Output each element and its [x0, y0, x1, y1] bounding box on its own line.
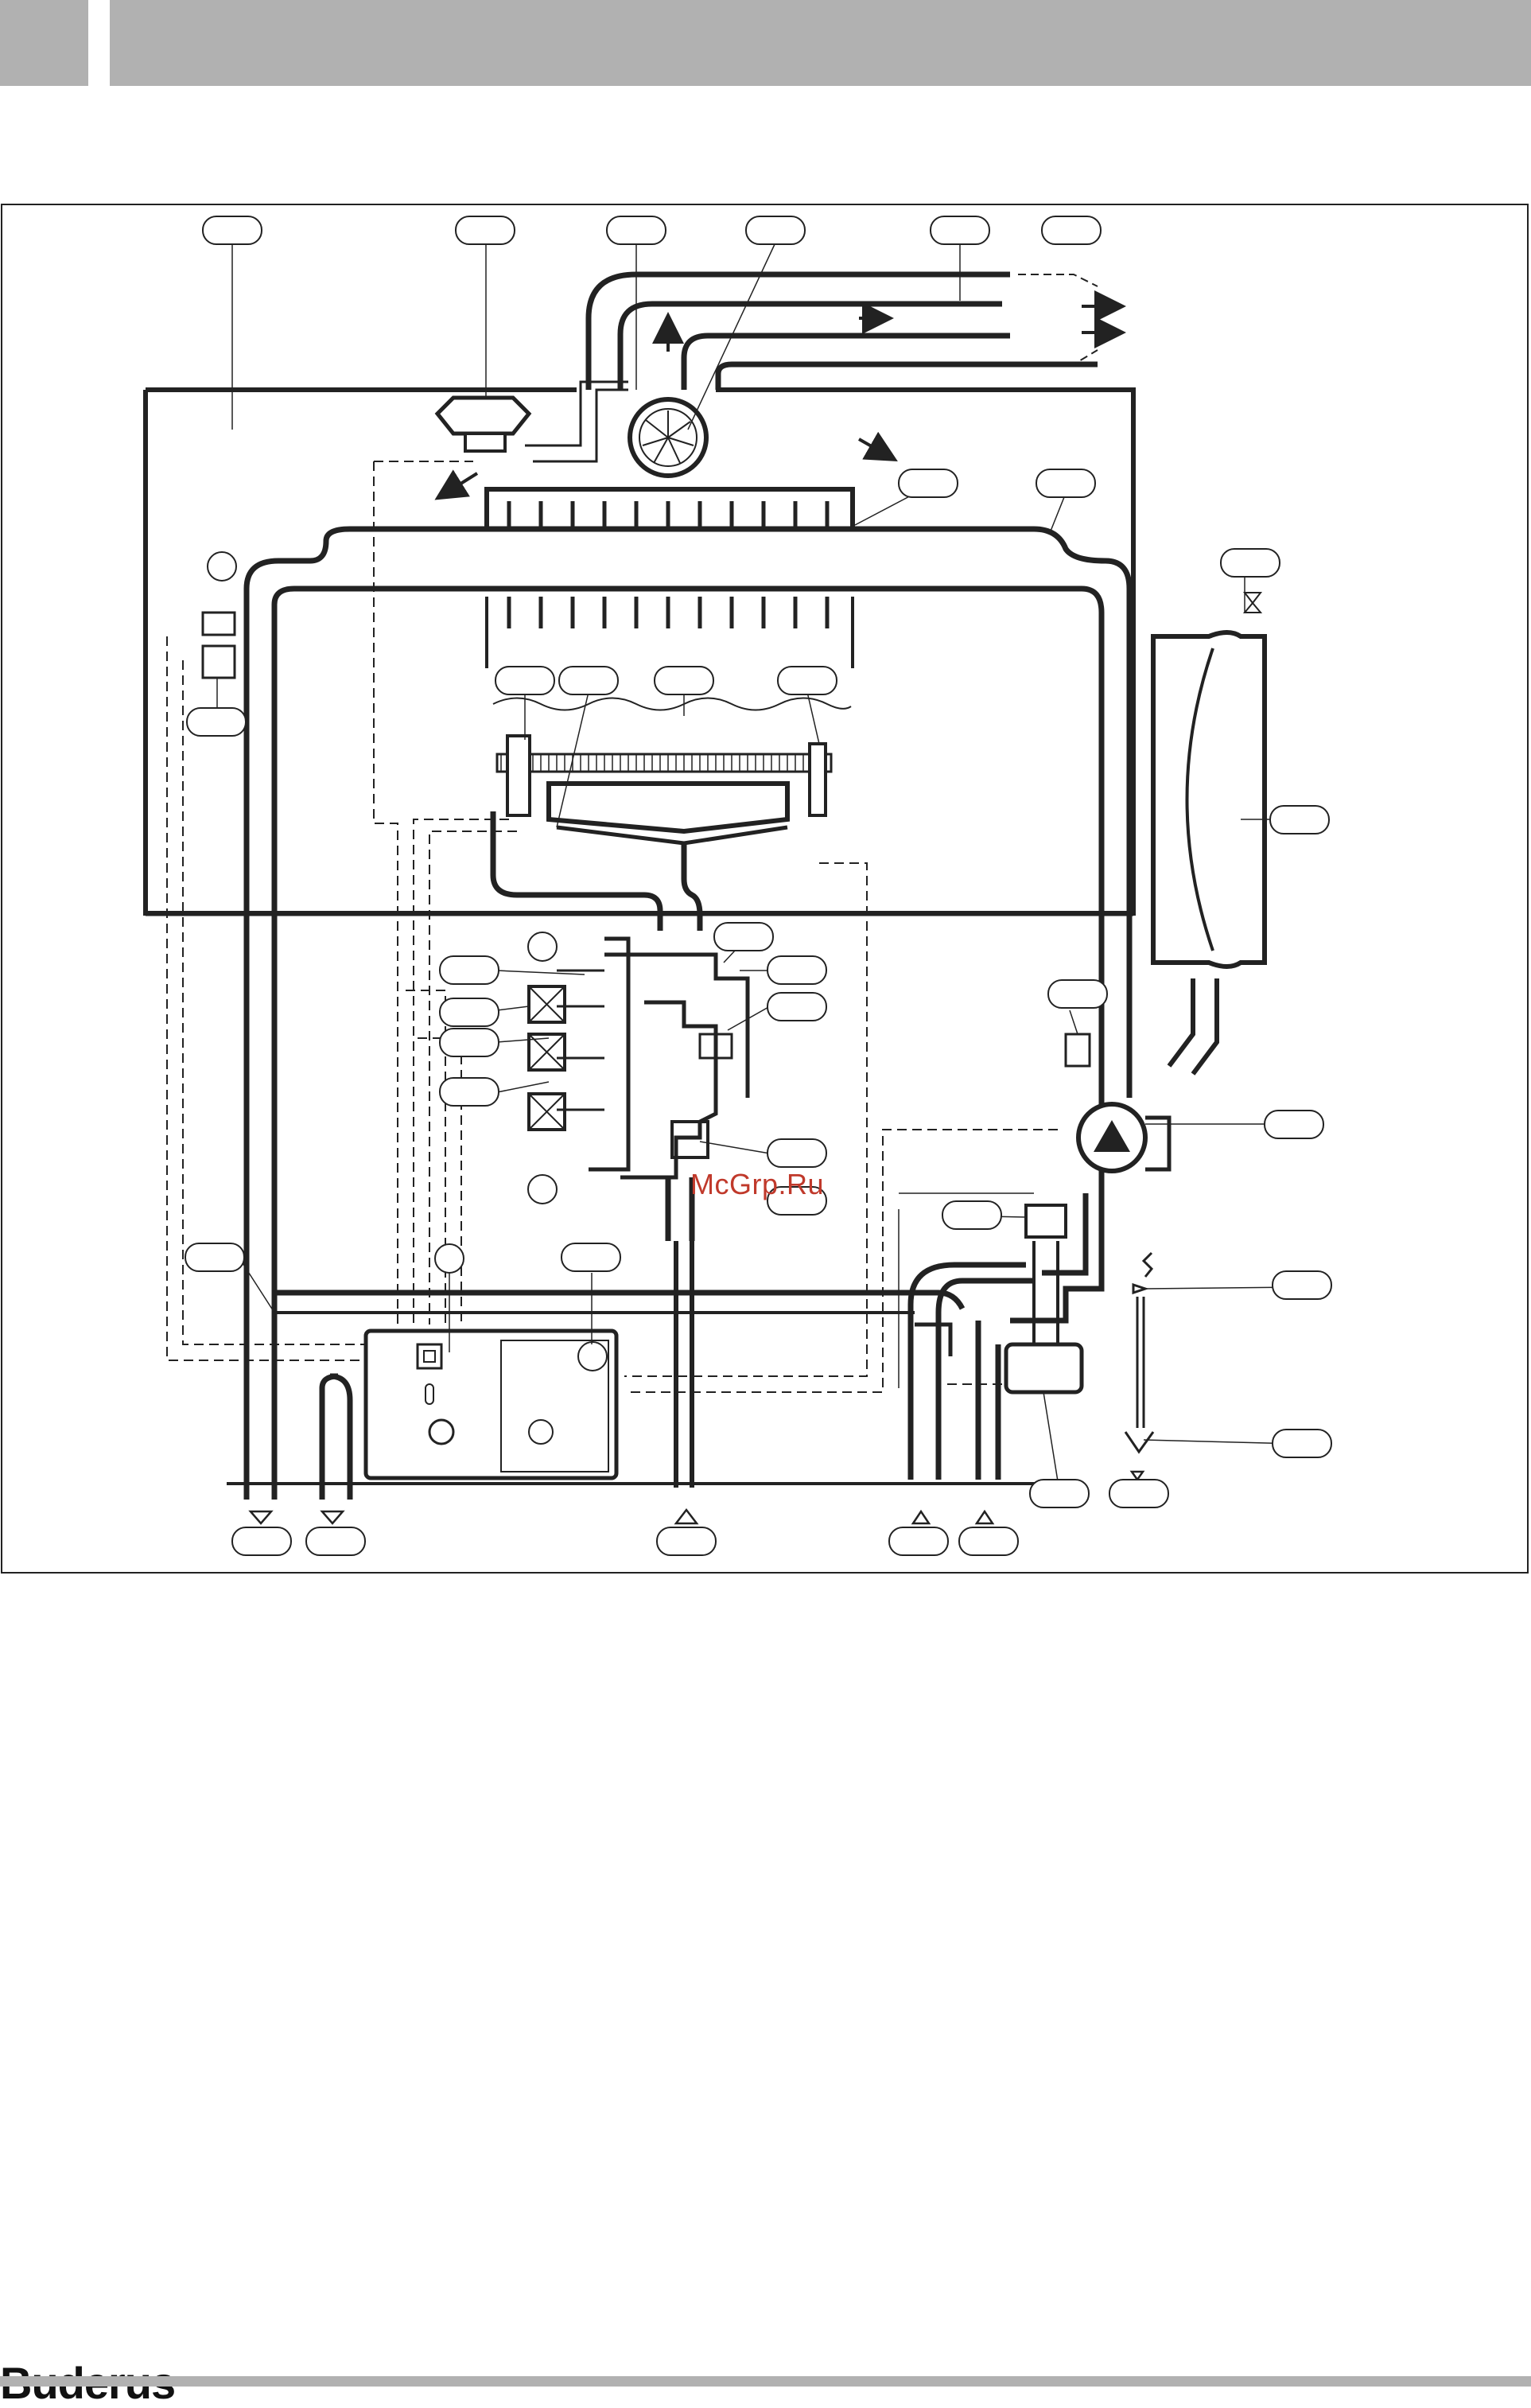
cold-water-inlet: [911, 1509, 931, 1525]
callout: [202, 216, 262, 245]
burner: [492, 697, 852, 846]
callout: [439, 1028, 499, 1057]
callout: [767, 992, 827, 1021]
bottom-connections: [243, 1373, 353, 1500]
callout: [1041, 216, 1102, 245]
flow-arrow-left: [434, 469, 479, 500]
callout: [439, 1077, 499, 1107]
callout: [767, 1138, 827, 1168]
callout: [558, 666, 619, 695]
callout: [606, 216, 666, 245]
callout: [1269, 805, 1330, 834]
flow-arrow-down: [858, 431, 898, 461]
ionisation-electrode: [808, 742, 827, 817]
gas-pipe: [490, 811, 703, 931]
callout: [1109, 1479, 1169, 1508]
flow-sensor: [201, 644, 236, 679]
callout: [1047, 979, 1108, 1009]
temperature-limiter: [201, 611, 236, 636]
callout: [777, 666, 837, 695]
callout: [561, 1243, 621, 1272]
gas-inlet: [674, 1507, 699, 1525]
callout: [656, 1527, 717, 1556]
callout: [1272, 1270, 1332, 1300]
gas-valve: [527, 936, 750, 1180]
callout: [767, 955, 827, 985]
callout: [1264, 1110, 1324, 1139]
callout: [888, 1527, 949, 1556]
callout: [930, 216, 990, 245]
callout: [1220, 548, 1280, 578]
callout: [898, 469, 958, 498]
callout: [1036, 469, 1096, 498]
pump-icon: [1076, 1102, 1172, 1173]
flue-duct: [585, 271, 1098, 390]
ignition-electrode: [506, 734, 531, 817]
callout: [455, 216, 515, 245]
heat-exchanger: [484, 487, 855, 668]
dhw-valve-actuator: [1024, 1204, 1067, 1239]
control-unit: [363, 1328, 619, 1480]
callout: [1272, 1429, 1332, 1458]
heating-return-inlet: [320, 1510, 345, 1525]
callout: [305, 1527, 366, 1556]
callout: [439, 998, 499, 1027]
fan-icon: [628, 397, 709, 478]
header-tab: [0, 0, 88, 86]
water-circuit: [243, 526, 1133, 1444]
air-pressure-switch: [434, 395, 532, 436]
expansion-vessel: [1151, 592, 1267, 1076]
callout: [1029, 1479, 1090, 1508]
header-bar: [110, 0, 1531, 86]
heating-flow-outlet: [248, 1510, 274, 1525]
callout: [654, 666, 714, 695]
diagram-frame: [1, 204, 1529, 1574]
safety-valve: [1124, 1251, 1155, 1454]
callout: [745, 216, 806, 245]
callout: [942, 1200, 1002, 1230]
footer-bar: [0, 2376, 1531, 2387]
hot-water-outlet: [974, 1509, 995, 1525]
wiring: [166, 461, 1058, 1393]
drain-outlet: [1129, 1470, 1145, 1482]
callout: [185, 1243, 245, 1272]
callout: [231, 1527, 292, 1556]
callout: [439, 955, 499, 985]
callout: [434, 1243, 464, 1274]
callout-labels: [185, 216, 1332, 1556]
callout: [958, 1527, 1019, 1556]
watermark: McGrp.Ru: [690, 1168, 825, 1200]
callout: [767, 1186, 827, 1216]
callout: [495, 666, 555, 695]
callout: [713, 922, 774, 951]
callout: [186, 707, 247, 737]
